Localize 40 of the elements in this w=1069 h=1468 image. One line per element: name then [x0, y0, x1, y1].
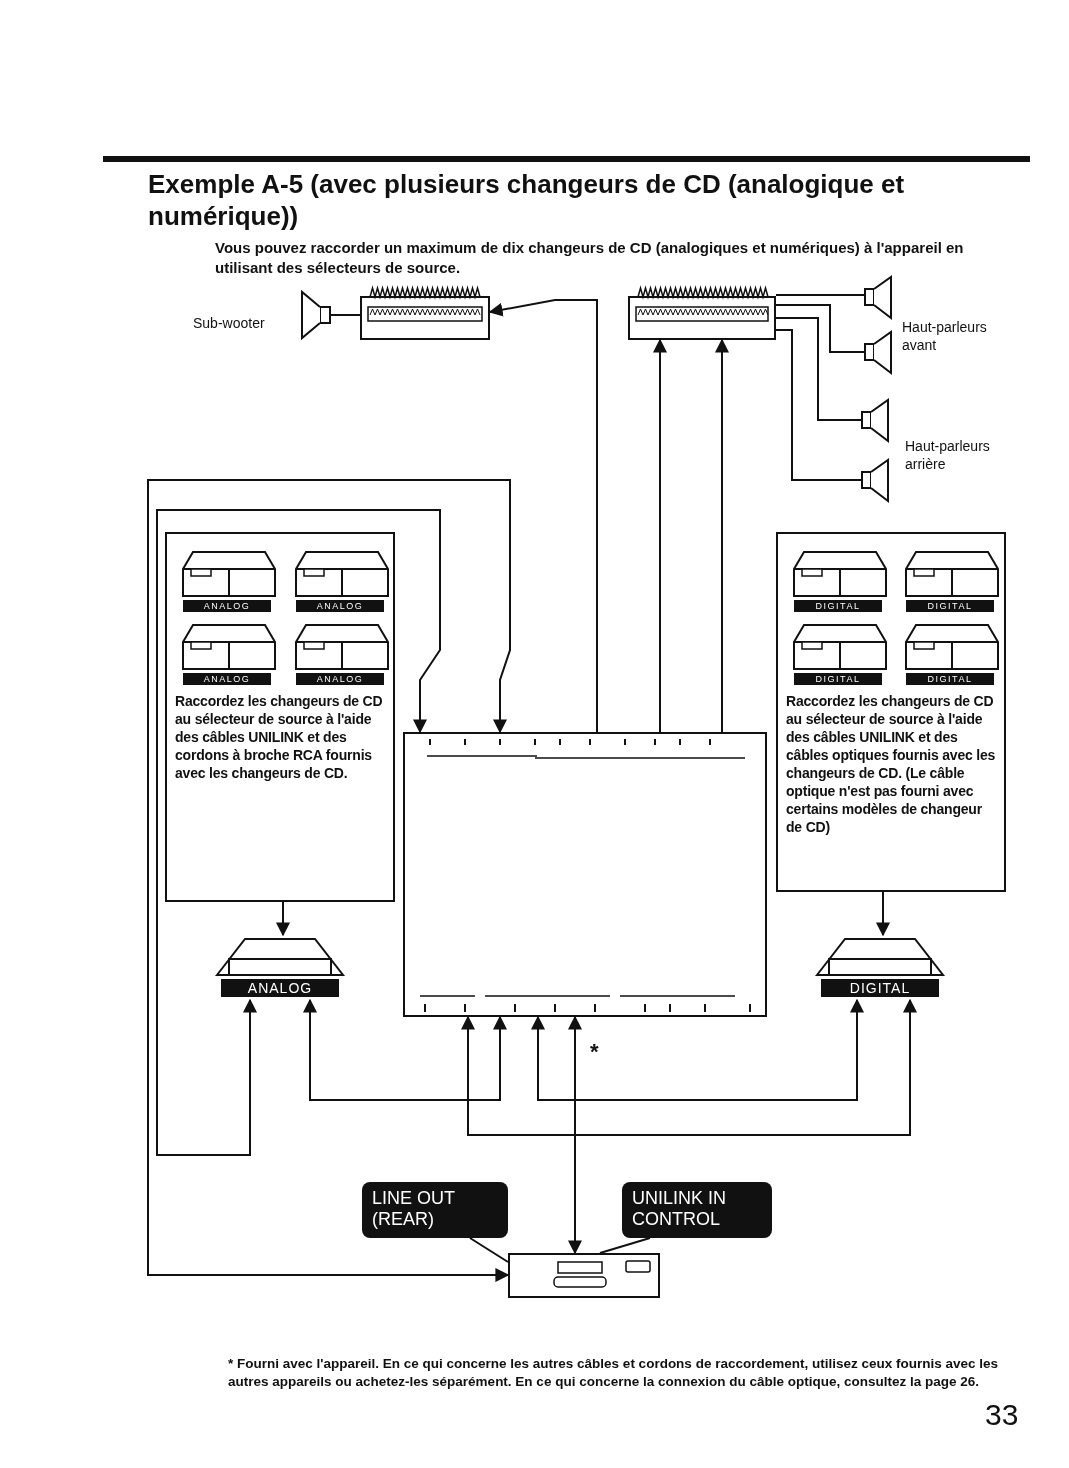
cable-arrow	[461, 998, 917, 1136]
model-label: ANALOG	[296, 600, 384, 612]
instruction-text: Raccordez les changeurs de CD au sélecteur de source à l'aide des câbles UNILINK et des cordons à broche RCA fournis avec les changeurs de CD.	[175, 692, 384, 782]
footnote-text: * Fourni avec l'appareil. En ce qui concerne les autres câbles et cordons de raccordement, utilisez ceux fournis avec les autres appareils ou achetez-les séparément. En ce qui concerne la connexion du câble optique, consultez la page 26.	[228, 1355, 999, 1391]
cable-arrow	[276, 901, 290, 937]
footnote-mark: *	[590, 1040, 600, 1064]
instruction-panel	[165, 532, 395, 902]
instruction-panel	[776, 532, 1006, 892]
side-label: Haut-parleurs avant	[902, 318, 988, 354]
cable	[775, 294, 866, 296]
model-label: DIGITAL	[794, 673, 882, 685]
callout-label: LINE OUT (REAR)	[362, 1182, 508, 1238]
cable	[775, 317, 863, 421]
model-label: DIGITAL	[821, 979, 939, 997]
intro-text: Vous pouvez raccorder un maximum de dix changeurs de CD (analogiques et numériques) à l'appareil en utilisant des sélecteurs de source.	[215, 238, 965, 278]
page-number: 33	[985, 1398, 1020, 1432]
source-selector-box	[403, 732, 767, 1017]
cable-arrow	[653, 338, 667, 733]
cable-arrow	[568, 1015, 582, 1255]
cable-arrow	[531, 998, 864, 1101]
model-label: ANALOG	[183, 673, 271, 685]
model-label: DIGITAL	[906, 600, 994, 612]
cable-arrow	[147, 479, 511, 1282]
side-label: Haut-parleurs arrière	[905, 437, 991, 473]
cable	[775, 304, 866, 353]
cable	[775, 329, 863, 481]
model-label: ANALOG	[183, 600, 271, 612]
model-label: DIGITAL	[906, 673, 994, 685]
cable-arrow	[303, 998, 507, 1101]
callout-label: UNILINK IN CONTROL	[622, 1182, 772, 1238]
page-title: Exemple A-5 (avec plusieurs changeurs de CD (analogique et numérique))	[148, 168, 906, 232]
instruction-text: Raccordez les changeurs de CD au sélecteur de source à l'aide des câbles UNILINK et des câbles optiques fournis avec les changeurs de CD. (Le câble optique n'est pas fourni avec certains modèles de changeur de CD)	[786, 692, 997, 836]
cable-arrow	[715, 338, 729, 733]
cable	[329, 314, 361, 316]
model-label: ANALOG	[221, 979, 339, 997]
model-label: DIGITAL	[794, 600, 882, 612]
cable-arrow	[156, 509, 441, 1156]
cable-arrow	[876, 891, 890, 937]
model-label: ANALOG	[296, 673, 384, 685]
side-label: Sub-wooter	[193, 314, 266, 332]
